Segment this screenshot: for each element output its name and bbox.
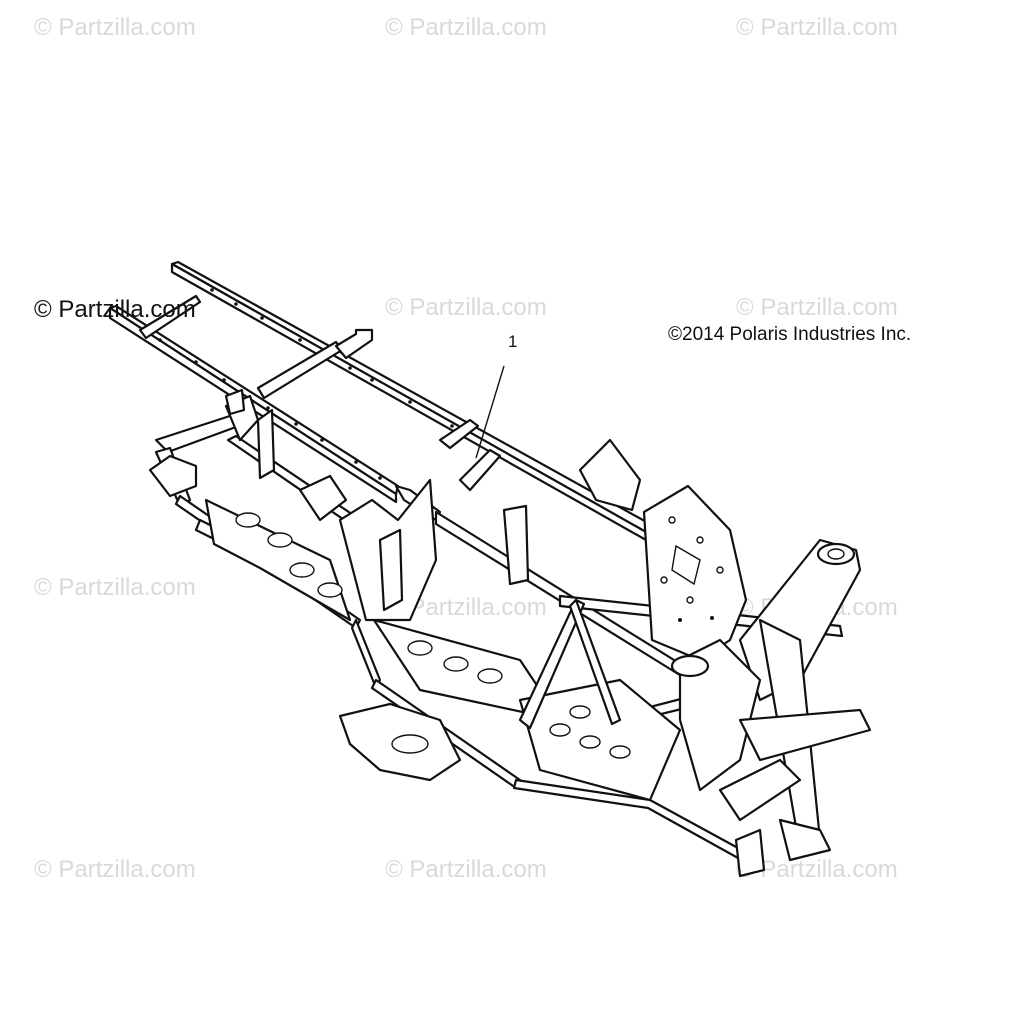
copyright-text: ©2014 Polaris Industries Inc. bbox=[668, 324, 912, 345]
front-gusset bbox=[642, 484, 748, 662]
watermark: © Partzilla.com bbox=[34, 856, 196, 883]
watermark: © Partzilla.com bbox=[385, 856, 547, 883]
watermark: © Partzilla.com bbox=[385, 14, 547, 41]
watermark: © Partzilla.com bbox=[34, 574, 196, 601]
rail-holes bbox=[158, 288, 454, 480]
watermark-dark: © Partzilla.com bbox=[34, 296, 196, 323]
floor-plates bbox=[204, 498, 682, 802]
watermark: © Partzilla.com bbox=[736, 294, 898, 321]
callout-number: 1 bbox=[508, 332, 518, 351]
front-tower bbox=[670, 538, 872, 878]
watermark: © Partzilla.com bbox=[736, 14, 898, 41]
mid-uprights bbox=[338, 418, 642, 730]
rear-brackets bbox=[148, 388, 348, 522]
watermark: © Partzilla.com bbox=[34, 14, 196, 41]
callout-leader bbox=[475, 365, 505, 459]
watermark: © Partzilla.com bbox=[385, 294, 547, 321]
